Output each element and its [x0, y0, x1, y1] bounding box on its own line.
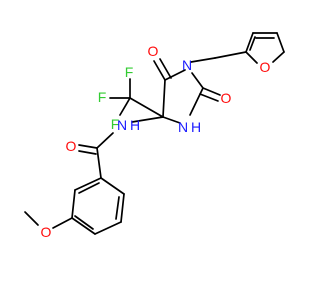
bond: [78, 150, 97, 155]
bond: [164, 69, 186, 81]
bond: [96, 147, 102, 179]
atom-n-imide: N: [182, 57, 192, 73]
atom-o-carbonyl-right: O: [221, 90, 232, 106]
bond: [96, 132, 114, 149]
bond: [120, 193, 125, 223]
bond: [202, 87, 221, 96]
bond: [214, 51, 247, 59]
bond: [78, 182, 100, 194]
bond: [71, 189, 76, 219]
atom-o-carbonyl-top: O: [148, 43, 159, 59]
bond: [153, 60, 166, 81]
bond: [129, 97, 164, 118]
atom-h-ring: H: [191, 119, 201, 135]
bond: [162, 116, 181, 124]
atom-f-bottom: F: [111, 116, 120, 132]
atom-o-amide: O: [66, 138, 77, 154]
bond: [245, 51, 258, 64]
atom-o-methoxy: O: [41, 224, 52, 240]
bond: [100, 177, 125, 195]
bond: [74, 177, 102, 191]
bonds: [24, 32, 285, 235]
bond: [276, 32, 285, 53]
bond: [24, 211, 39, 226]
bond: [249, 36, 256, 51]
bond: [159, 58, 172, 79]
bond: [162, 79, 166, 118]
atom-h-amide: H: [130, 117, 140, 133]
bond: [272, 51, 285, 63]
chemical-structure-diagram: N O O F F F N H N H O O O: [24, 32, 285, 240]
bond: [115, 196, 120, 220]
bond: [94, 221, 122, 235]
bond: [131, 116, 164, 123]
bond: [245, 32, 254, 53]
bond: [199, 93, 219, 102]
atom-labels: N O O F F F N H N H O O O: [41, 43, 271, 240]
bond: [189, 87, 204, 116]
atom-f-top: F: [125, 64, 134, 80]
bond: [190, 57, 216, 63]
bond: [78, 144, 98, 149]
atom-f-left: F: [98, 89, 107, 105]
bond: [74, 215, 94, 230]
bond: [119, 97, 131, 116]
atom-o-furan: O: [260, 59, 271, 75]
bond: [191, 72, 204, 89]
atom-n-ring: N: [178, 119, 188, 135]
bond: [52, 217, 73, 229]
bond: [71, 217, 96, 235]
atom-n-amide: N: [117, 117, 127, 133]
